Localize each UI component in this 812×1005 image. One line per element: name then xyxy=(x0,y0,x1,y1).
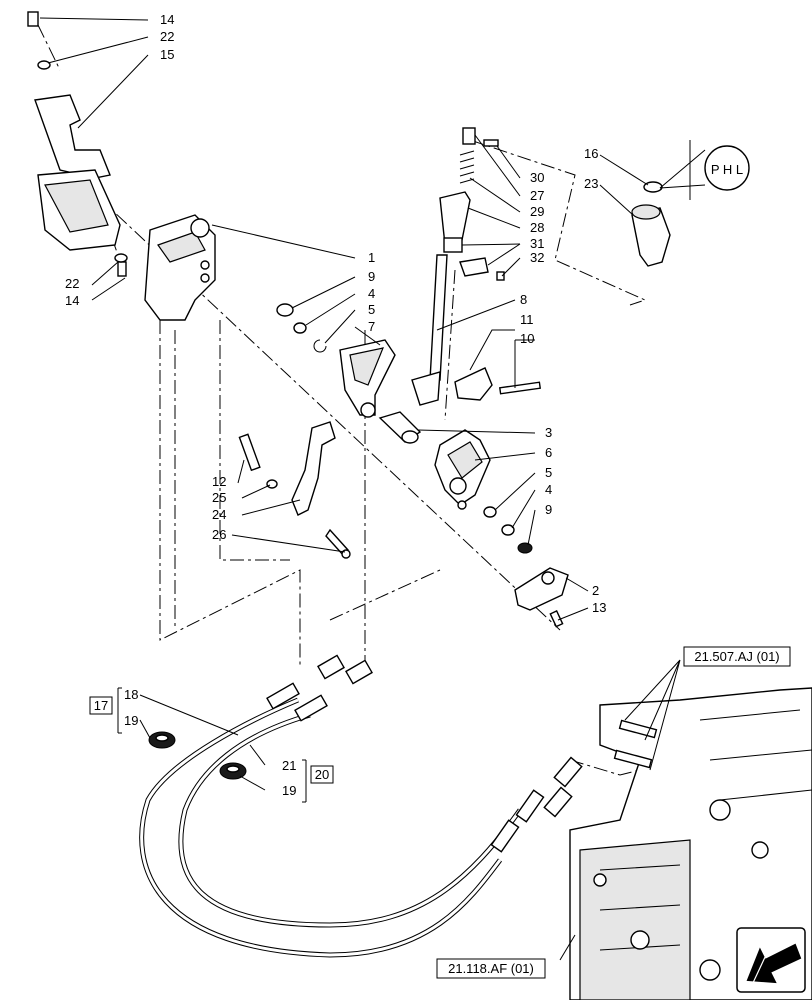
callout-27: 27 xyxy=(530,188,544,203)
callout-14-top: 14 xyxy=(160,12,174,27)
callout-9-top: 9 xyxy=(368,269,375,284)
clip-5-top xyxy=(313,339,327,353)
selector-plate-6 xyxy=(434,429,491,510)
callout-4-top: 4 xyxy=(368,286,375,301)
callout-1: 1 xyxy=(368,250,375,265)
lower-linkage xyxy=(238,421,351,559)
group-brackets xyxy=(117,687,307,803)
callout-16: 16 xyxy=(584,146,598,161)
callout-25: 25 xyxy=(212,490,226,505)
screw-32 xyxy=(496,271,505,281)
collar-28 xyxy=(443,237,463,253)
group-box-17-label: 17 xyxy=(94,698,108,713)
clip-11-pin-10 xyxy=(454,367,542,401)
screw-13 xyxy=(549,610,564,628)
callout-7: 7 xyxy=(368,319,375,334)
gear-lever-8 xyxy=(411,127,505,406)
clip-5-bottom xyxy=(483,506,497,518)
lever-fork xyxy=(411,371,441,406)
callout-21: 21 xyxy=(282,758,296,773)
callout-5-top: 5 xyxy=(368,302,375,317)
group-box-20-label: 20 xyxy=(315,767,329,782)
screw-30 xyxy=(483,139,499,147)
nav-arrow-button[interactable] xyxy=(736,927,806,993)
bush-4-bottom xyxy=(501,524,515,536)
axis-small-parts xyxy=(276,303,533,554)
reference-box-bottom[interactable] xyxy=(436,958,546,979)
gear-pattern-disc xyxy=(704,145,750,191)
leader-lines xyxy=(39,17,681,961)
pin-12 xyxy=(238,433,261,472)
callout-26: 26 xyxy=(212,527,226,542)
washer-9-top xyxy=(276,303,294,317)
washer-25 xyxy=(266,479,278,489)
bracket-24 xyxy=(291,421,336,516)
spring-27 xyxy=(459,150,475,184)
lever-shaft xyxy=(429,254,448,381)
callout-19-right: 19 xyxy=(282,783,296,798)
callout-28: 28 xyxy=(530,220,544,235)
callout-6: 6 xyxy=(545,445,552,460)
guide-29 xyxy=(439,191,471,246)
callout-4-bottom: 4 xyxy=(545,482,552,497)
clip-31 xyxy=(459,257,489,277)
callout-29: 29 xyxy=(530,204,544,219)
sleeve-30 xyxy=(462,127,476,145)
callout-23: 23 xyxy=(584,176,598,191)
washer-22-top xyxy=(37,60,51,70)
callout-2: 2 xyxy=(592,583,599,598)
callout-18: 18 xyxy=(124,687,138,702)
cap-16 xyxy=(643,181,663,193)
reference-21-118-af[interactable]: 21.118.AF (01) xyxy=(448,961,534,976)
transmission-housing xyxy=(569,687,812,1001)
bracket-15 xyxy=(34,94,111,179)
knob-23: P H L xyxy=(631,140,750,267)
callout-22-bottom: 22 xyxy=(65,276,79,291)
group-boxes: 17 20 xyxy=(89,696,334,784)
group-box-17 xyxy=(89,696,113,715)
callout-31: 31 xyxy=(530,236,544,251)
pin-3 xyxy=(378,411,422,444)
washer-22-bottom xyxy=(114,253,128,263)
callout-30: 30 xyxy=(530,170,544,185)
callout-15: 15 xyxy=(160,47,174,62)
selector-plate-7 xyxy=(339,339,396,418)
callout-11: 11 xyxy=(520,312,534,327)
screw-14-bottom xyxy=(117,261,127,277)
reference-box-top[interactable] xyxy=(683,646,791,667)
lever-housing-1 xyxy=(144,214,216,321)
callout-22-top: 22 xyxy=(160,29,174,44)
end-plate-2 xyxy=(514,567,569,628)
screw-14-top xyxy=(27,11,39,27)
gear-pattern-glyph: P H L xyxy=(711,162,743,177)
arrow-down-left-icon xyxy=(746,943,802,984)
callout-8: 8 xyxy=(520,292,527,307)
callout-12: 12 xyxy=(212,474,226,489)
washer-9-bottom xyxy=(517,542,533,554)
upper-bracket xyxy=(27,11,128,277)
reference-21-507-aj[interactable]: 21.507.AJ (01) xyxy=(694,649,779,664)
callout-3: 3 xyxy=(545,425,552,440)
reference-boxes: 21.507.AJ (01) 21.118.AF (01) xyxy=(436,646,791,979)
callout-19-left: 19 xyxy=(124,713,138,728)
callout-14-bottom: 14 xyxy=(65,293,79,308)
callout-9-bottom: 9 xyxy=(545,502,552,517)
callout-13: 13 xyxy=(592,600,606,615)
callout-labels: 14 22 15 22 14 1 9 4 5 7 30 27 29 28 31 … xyxy=(65,12,606,798)
callout-10: 10 xyxy=(520,331,534,346)
callout-32: 32 xyxy=(530,250,544,265)
callout-24: 24 xyxy=(212,507,226,522)
control-cables xyxy=(139,654,583,958)
callout-5-bottom: 5 xyxy=(545,465,552,480)
group-box-20 xyxy=(310,765,334,784)
bush-4-top xyxy=(293,322,307,334)
